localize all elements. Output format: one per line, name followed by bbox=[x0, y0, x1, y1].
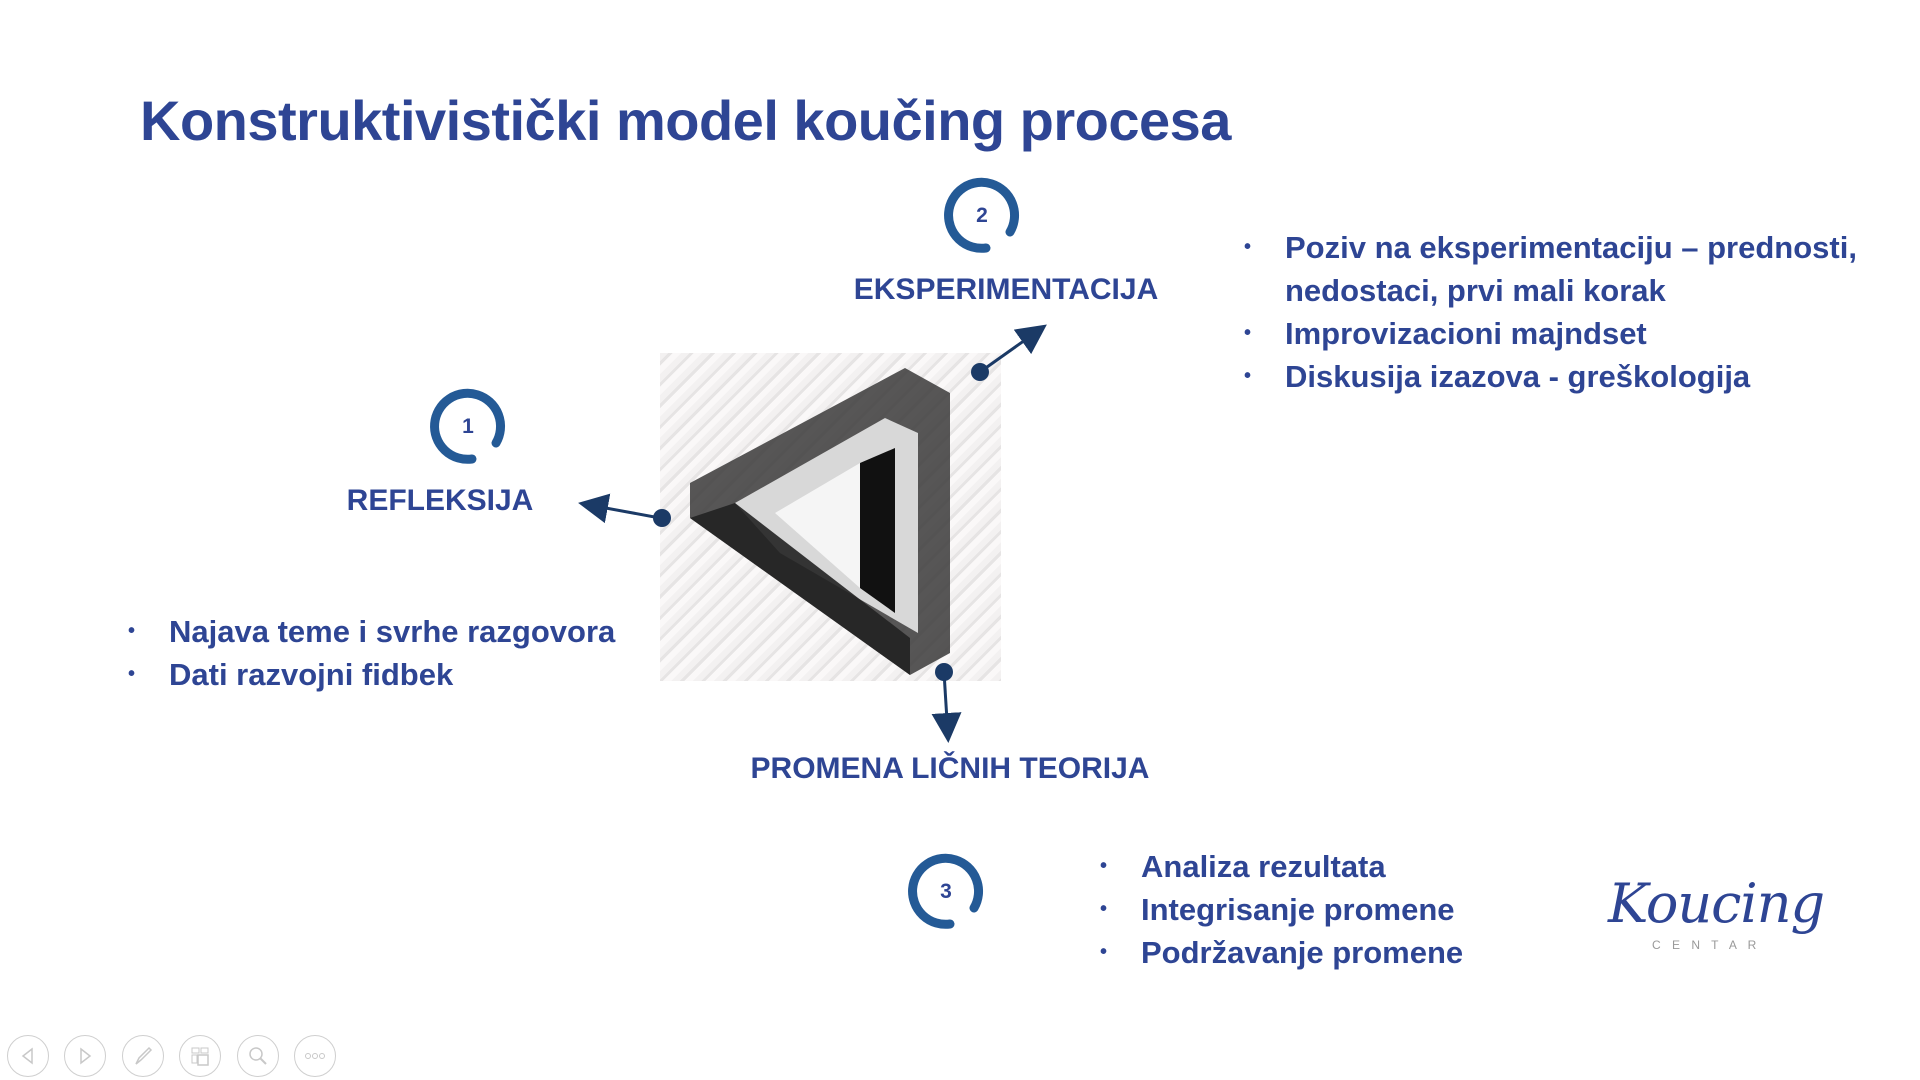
next-icon bbox=[80, 1047, 92, 1065]
zoom-icon bbox=[249, 1047, 267, 1065]
slides-icon bbox=[191, 1047, 209, 1066]
more-options-button[interactable] bbox=[294, 1035, 336, 1077]
previous-icon bbox=[21, 1047, 33, 1065]
dot-refleksija bbox=[653, 509, 671, 527]
zoom-button[interactable] bbox=[237, 1035, 279, 1077]
stage-number: 2 bbox=[976, 204, 988, 227]
pen-icon bbox=[135, 1046, 153, 1065]
logo-wordmark: Koucing bbox=[1608, 872, 1825, 935]
enso-circle-icon-1: 1 bbox=[426, 385, 510, 469]
promena-bullets: Analiza rezultata Integrisanje promene P… bbox=[1100, 845, 1463, 974]
list-item: Analiza rezultata bbox=[1100, 845, 1463, 888]
enso-circle-icon-3: 3 bbox=[904, 850, 988, 934]
arrow-promena bbox=[931, 671, 962, 743]
see-all-slides-button[interactable] bbox=[179, 1035, 221, 1077]
impossible-triangle-image bbox=[660, 353, 1001, 681]
stage-number: 3 bbox=[940, 880, 952, 903]
dot-promena bbox=[935, 663, 953, 681]
list-item: Improvizacioni majndset bbox=[1244, 312, 1874, 355]
pen-button[interactable] bbox=[122, 1035, 164, 1077]
arrow-refleksija bbox=[578, 493, 661, 524]
list-item: Podržavanje promene bbox=[1100, 931, 1463, 974]
previous-slide-button[interactable] bbox=[7, 1035, 49, 1077]
list-item: Integrisanje promene bbox=[1100, 888, 1463, 931]
stage-label-refleksija: REFLEKSIJA bbox=[346, 484, 534, 517]
list-item: Dati razvojni fidbek bbox=[128, 653, 615, 696]
logo-subtitle: C E N T A R bbox=[1652, 938, 1761, 952]
list-item: Diskusija izazova - greškologija bbox=[1244, 355, 1874, 398]
enso-circle-icon-2: 2 bbox=[940, 174, 1024, 258]
refleksija-bullets: Najava teme i svrhe razgovora Dati razvo… bbox=[128, 610, 615, 696]
koucing-centar-logo: Koucing C E N T A R bbox=[1600, 872, 1830, 962]
stage-label-eksperimentacija: EKSPERIMENTACIJA bbox=[853, 273, 1159, 306]
next-slide-button[interactable] bbox=[64, 1035, 106, 1077]
slide-title: Konstruktivistički model koučing procesa bbox=[140, 89, 1231, 152]
eksperimentacija-bullets: Poziv na eksperimentaciju – prednosti, n… bbox=[1244, 226, 1874, 398]
dot-eksperimentacija bbox=[971, 363, 989, 381]
list-item: Poziv na eksperimentaciju – prednosti, n… bbox=[1244, 226, 1874, 312]
stage-number: 1 bbox=[462, 415, 474, 438]
arrow-eksperimentacija bbox=[979, 324, 1047, 374]
list-item: Najava teme i svrhe razgovora bbox=[128, 610, 615, 653]
more-icon bbox=[305, 1053, 325, 1059]
stage-label-promena: PROMENA LIČNIH TEORIJA bbox=[750, 752, 1150, 785]
